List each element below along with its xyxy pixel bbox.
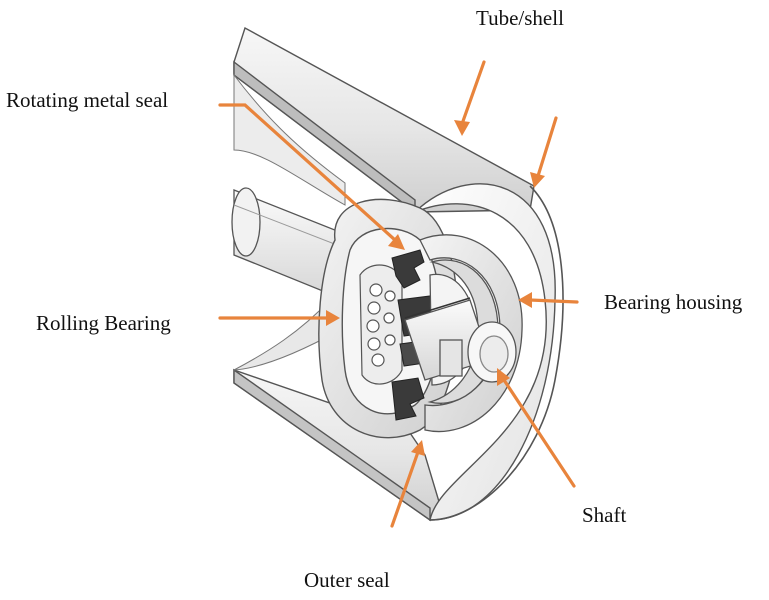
label-rotating-metal-seal: Rotating metal seal	[6, 88, 169, 112]
arrowhead-tube-shell-2	[530, 172, 545, 188]
arrowhead-bearing-housing	[518, 292, 532, 308]
arrowhead-rolling-bearing	[326, 310, 340, 326]
label-bearing-housing: Bearing housing	[604, 290, 743, 314]
arrow-shaft	[502, 378, 576, 488]
arrowhead-rotating-metal-seal	[388, 234, 405, 250]
arrowhead-tube-shell-1	[454, 120, 470, 136]
arrow-bearing-housing	[528, 298, 579, 304]
tube-shell	[233, 26, 564, 522]
arrowhead-outer-seal	[411, 440, 425, 456]
label-outer-seal: Outer seal	[304, 568, 390, 592]
shaft	[404, 297, 517, 383]
arrow-rotating-metal-seal	[218, 103, 397, 242]
label-shaft: Shaft	[582, 503, 627, 527]
rolling-bearing	[359, 264, 403, 385]
arrow-tube-shell-2	[536, 116, 558, 178]
arrowhead-shaft	[497, 368, 510, 386]
label-tube-shell: Tube/shell	[476, 6, 564, 30]
arrow-tube-shell-1	[460, 60, 486, 126]
arrow-outer-seal	[390, 450, 420, 528]
label-rolling-bearing: Rolling Bearing	[36, 311, 171, 335]
callout-arrows	[218, 60, 579, 528]
